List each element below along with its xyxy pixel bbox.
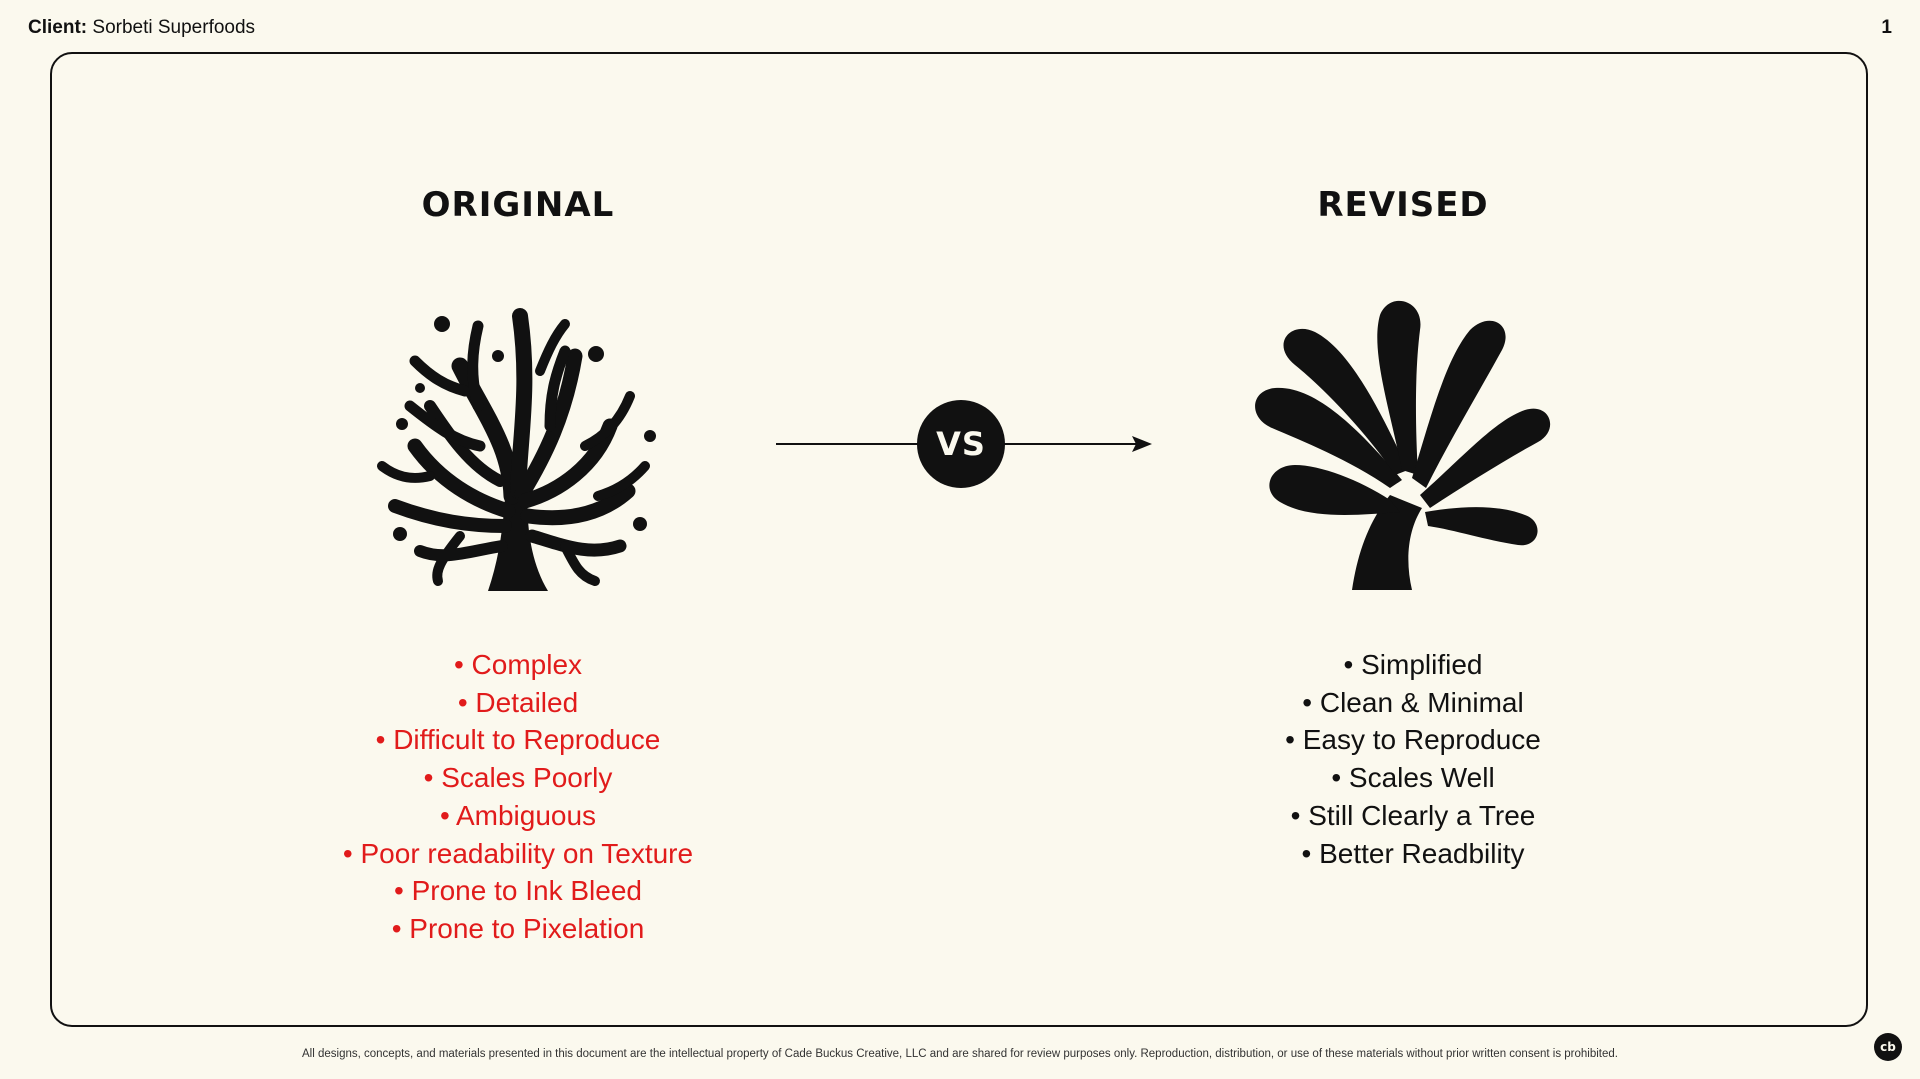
complex-tree-logo-icon bbox=[377, 308, 656, 591]
list-item: • Complex bbox=[453, 649, 583, 680]
revised-benefits-list: • Simplified • Clean & Minimal • Easy to… bbox=[1103, 646, 1723, 872]
page-number: 1 bbox=[1881, 17, 1892, 38]
footer-disclaimer: All designs, concepts, and materials pre… bbox=[302, 1048, 1618, 1060]
list-item: • Difficult to Reproduce bbox=[375, 724, 661, 756]
original-drawbacks-list: • Complex • Detailed • Difficult to Repr… bbox=[208, 646, 828, 948]
list-item: • Scales Well bbox=[1331, 762, 1495, 794]
simplified-tree-logo-icon bbox=[1255, 300, 1551, 590]
revised-heading: REVISED bbox=[1317, 185, 1489, 225]
studio-logo-icon: cb bbox=[1874, 1033, 1902, 1061]
list-item: • Better Readbility bbox=[1301, 837, 1525, 869]
list-item: • Prone to Pixelation bbox=[391, 912, 645, 944]
list-item: • Clean & Minimal bbox=[1302, 686, 1524, 718]
client-name: Sorbeti Superfoods bbox=[92, 17, 256, 38]
list-item: • Prone to Ink Bleed bbox=[394, 875, 642, 907]
client-header: Client: Sorbeti Superfoods bbox=[28, 17, 255, 39]
list-item: • Easy to Reproduce bbox=[1285, 724, 1541, 756]
list-item: • Scales Poorly bbox=[423, 762, 613, 794]
original-heading: ORIGINAL bbox=[421, 185, 615, 225]
list-item: • Ambiguous bbox=[439, 799, 597, 831]
slide-frame bbox=[50, 52, 1868, 1027]
versus-badge: VS bbox=[917, 400, 1005, 488]
list-item: • Simplified bbox=[1343, 649, 1483, 680]
list-item: • Detailed bbox=[457, 686, 579, 718]
list-item: • Poor readability on Texture bbox=[342, 837, 694, 869]
client-label: Client: bbox=[28, 17, 88, 38]
list-item: • Still Clearly a Tree bbox=[1290, 799, 1536, 831]
